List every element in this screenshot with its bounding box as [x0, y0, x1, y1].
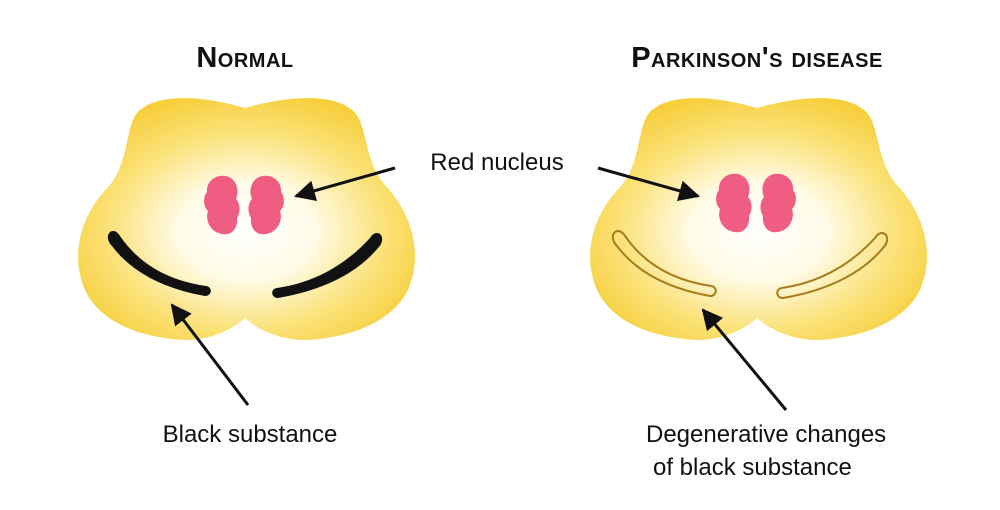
degenerated-substance-right	[776, 232, 889, 300]
normal-midbrain	[78, 98, 415, 341]
title-parkinsons: Parkinson's disease	[631, 42, 883, 74]
arrow-red-nucleus-normal	[293, 166, 396, 201]
degenerated-substance-left	[611, 230, 717, 298]
red-nucleus-right-parkinsons	[760, 173, 796, 233]
midbrain-cross-section-normal	[78, 98, 415, 341]
label-degenerative-line2: of black substance	[653, 454, 852, 481]
arrow-black-substance	[170, 303, 250, 406]
parkinsons-midbrain	[590, 98, 927, 341]
midbrain-cross-section-parkinsons	[590, 98, 927, 341]
title-normal: Normal	[196, 42, 293, 74]
red-nucleus-left-parkinsons	[716, 173, 752, 233]
black-substance-left-normal	[107, 231, 211, 296]
label-black-substance: Black substance	[163, 421, 338, 448]
label-red-nucleus: Red nucleus	[430, 149, 563, 176]
black-substance-right-normal	[272, 233, 383, 298]
red-nucleus-right-normal	[248, 175, 284, 235]
arrow-red-nucleus-parkinsons	[597, 166, 701, 202]
red-nucleus-left-normal	[204, 175, 240, 235]
label-degenerative-line1: Degenerative changes	[646, 421, 886, 448]
arrow-degenerative	[701, 308, 788, 411]
